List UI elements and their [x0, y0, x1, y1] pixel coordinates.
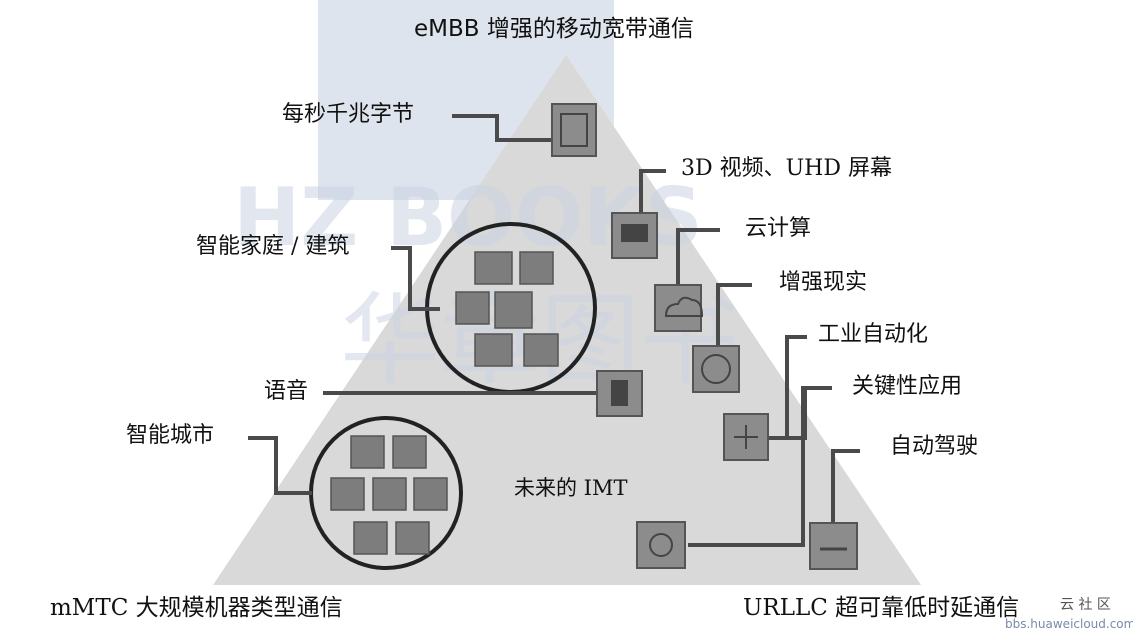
forum-watermark: 云 社 区 — [1060, 597, 1111, 613]
video-label: 3D 视频、UHD 屏幕 — [681, 156, 892, 181]
ar-glasses-icon — [692, 345, 740, 393]
smart-home-label: 智能家庭 / 建筑 — [196, 234, 350, 259]
future-imt-label: 未来的 IMT — [514, 476, 628, 500]
voice-label: 语音 — [264, 379, 309, 404]
storage-icon — [551, 103, 597, 157]
embb-title: eMBB 增强的移动宽带通信 — [414, 16, 694, 42]
smart-city-label: 智能城市 — [126, 423, 215, 448]
industry-label: 工业自动化 — [818, 322, 929, 347]
cloud-icon — [654, 284, 702, 332]
forum-url-watermark: bbs.huaweicloud.com — [1005, 617, 1133, 631]
cloud-label: 云计算 — [745, 216, 812, 241]
urllc-label: URLLC 超可靠低时延通信 — [743, 595, 1020, 621]
tiles — [330, 103, 858, 570]
gbps-label: 每秒千兆字节 — [282, 102, 415, 127]
ar-label: 增强现实 — [779, 270, 868, 295]
car-icon — [809, 522, 858, 570]
critical-label: 关键性应用 — [852, 374, 963, 399]
leader-lines — [248, 114, 860, 547]
mmtc-label: mMTC 大规模机器类型通信 — [50, 595, 343, 621]
driving-label: 自动驾驶 — [890, 434, 979, 459]
target-icon — [636, 521, 686, 569]
